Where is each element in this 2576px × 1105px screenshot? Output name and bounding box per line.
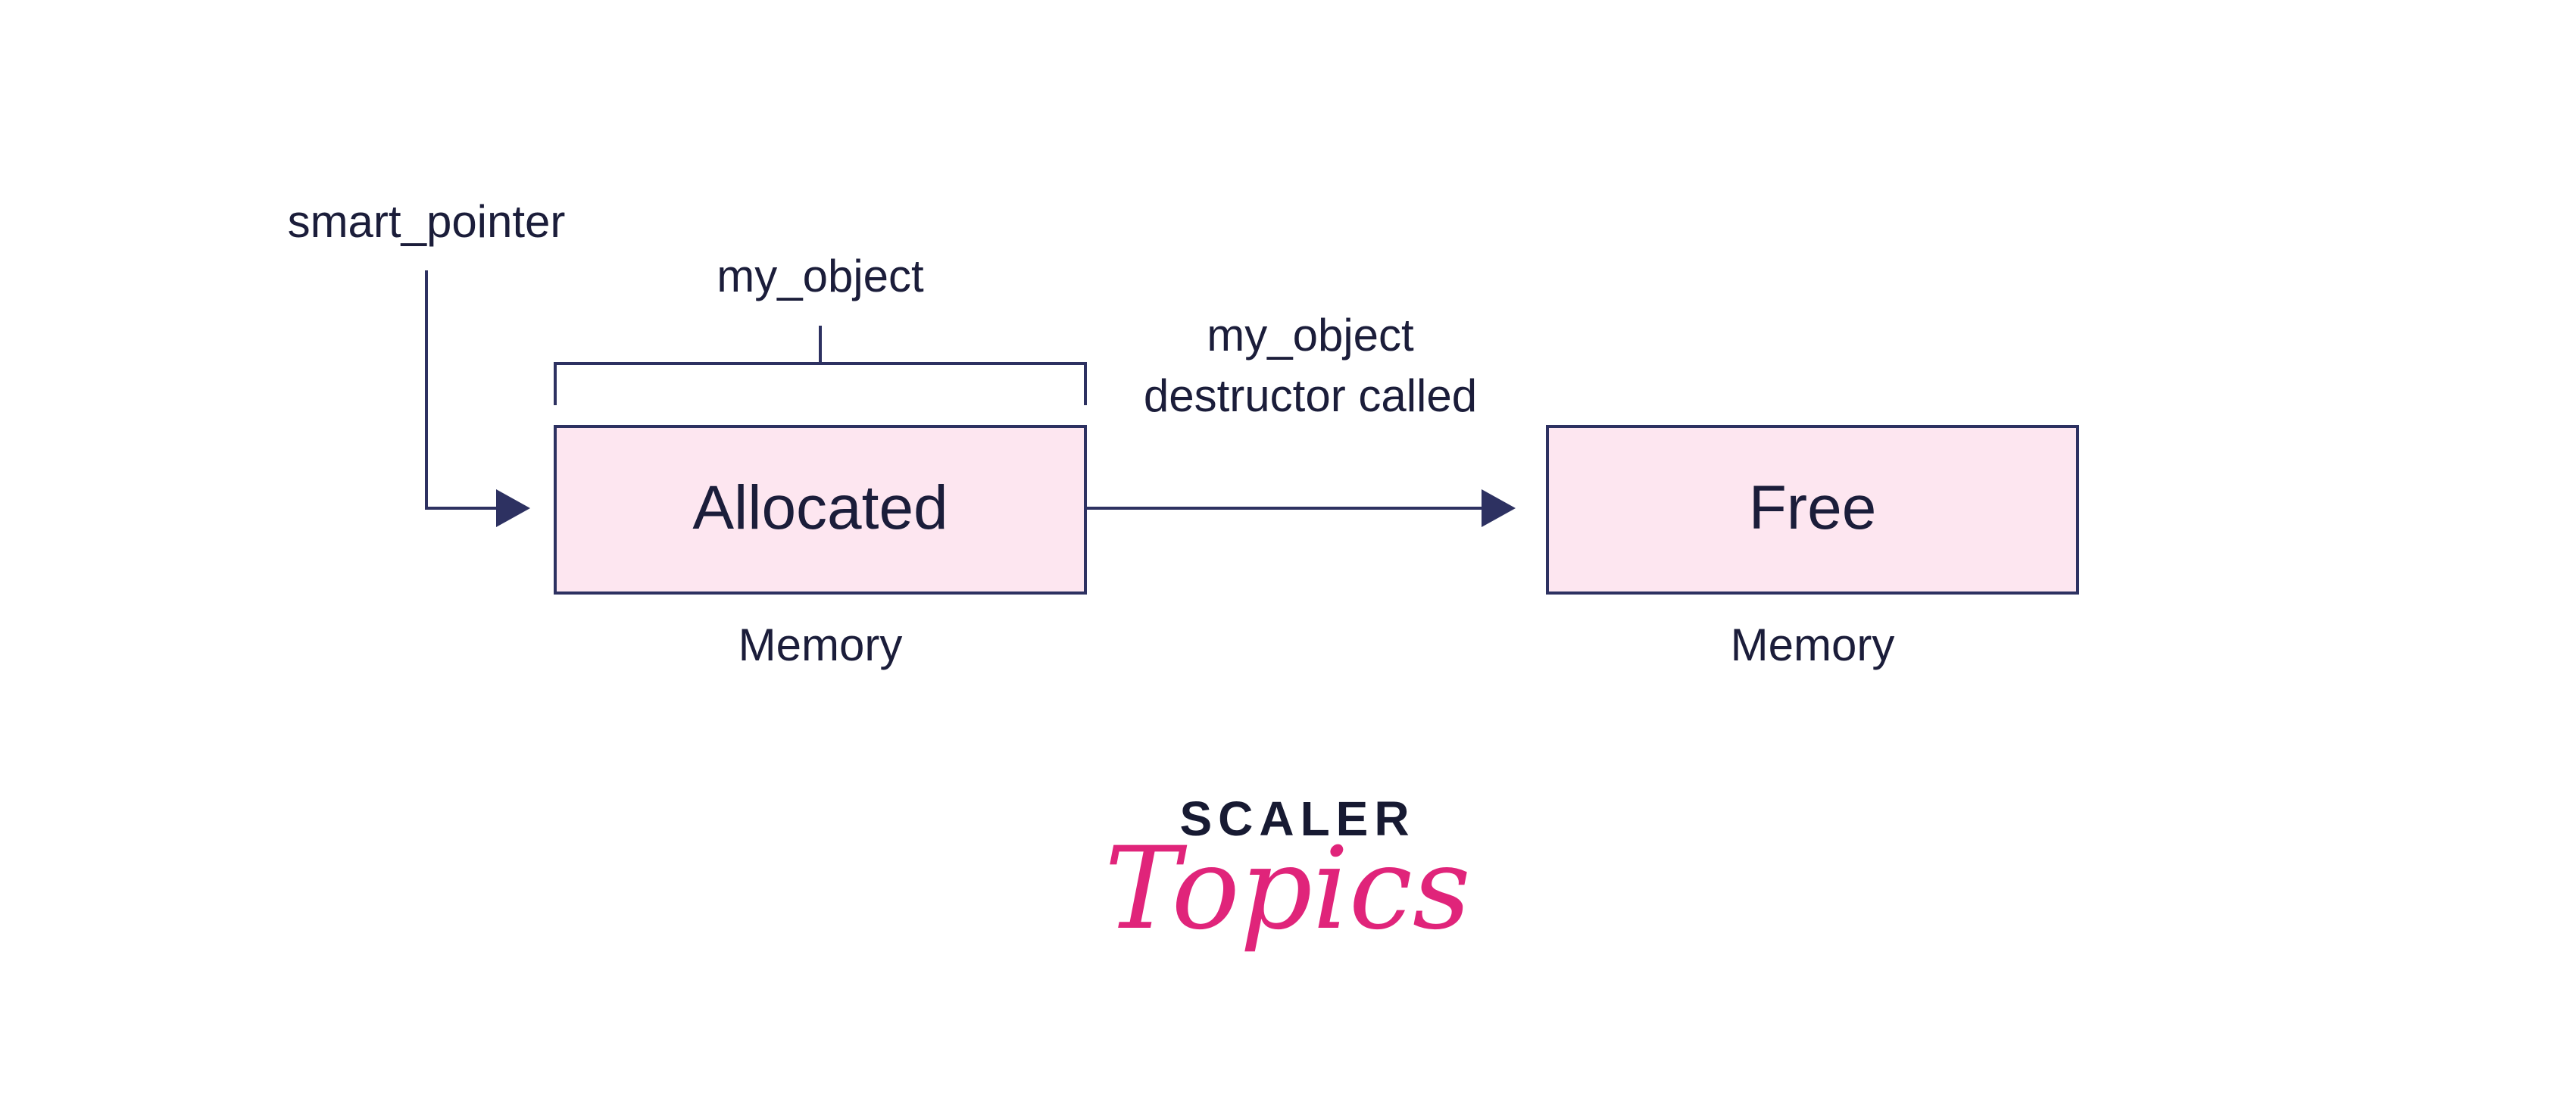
- my-object-bracket: [554, 362, 1087, 405]
- arrow-label-line2: destructor called: [1144, 370, 1477, 421]
- allocated-memory-box: [554, 425, 1087, 595]
- free-memory-box: [1546, 425, 2079, 595]
- destructor-arrowhead: [1482, 489, 1516, 527]
- arrow-label-line1: my_object: [1207, 310, 1414, 361]
- memory-label-right: Memory: [1731, 620, 1895, 670]
- allocated-label: Allocated: [692, 473, 948, 542]
- logo-topics-text: Topics: [1104, 823, 1471, 955]
- memory-label-left: Memory: [738, 620, 903, 670]
- my-object-bracket-label: my_object: [717, 251, 924, 301]
- smart-pointer-arrowhead: [496, 489, 530, 527]
- free-label: Free: [1749, 473, 1877, 542]
- logo-scaler-text: SCALER: [1179, 791, 1415, 846]
- smart-pointer-connector: [425, 270, 496, 510]
- smart-pointer-label: smart_pointer: [288, 196, 566, 247]
- scaler-topics-logo: SCALER Topics: [1104, 791, 1471, 955]
